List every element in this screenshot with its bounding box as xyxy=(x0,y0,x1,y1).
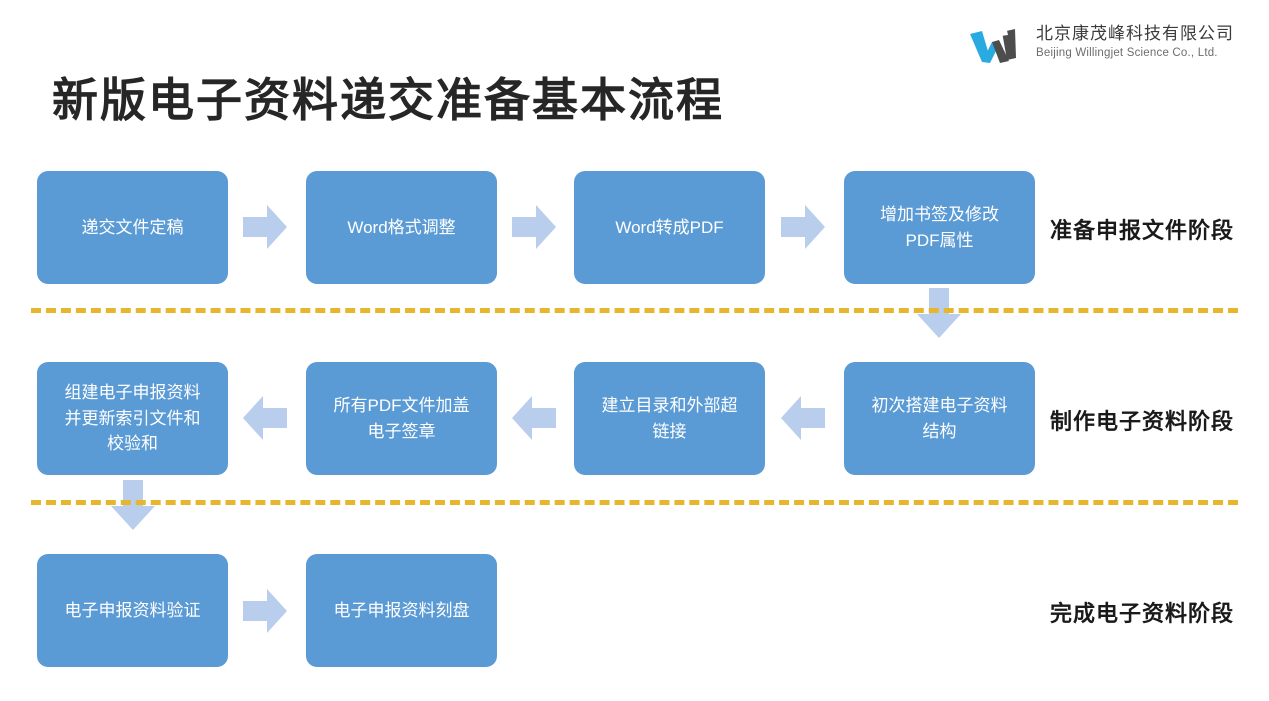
flow-node-line-1: 建立目录和外部超 xyxy=(601,396,738,415)
flow-node-label: Word格式调整 xyxy=(347,217,456,237)
flow-node-r3c2[interactable]: 电子申报资料刻盘 xyxy=(306,554,497,667)
flow-node-line-3: 校验和 xyxy=(107,434,158,454)
arrow-right-4-icon xyxy=(243,587,287,635)
flow-node-label: 电子申报资料刻盘 xyxy=(333,600,470,620)
willingjet-w-logo-icon xyxy=(968,18,1020,66)
arrow-down-stage2-to-stage3-icon xyxy=(109,480,157,532)
flow-node-label: 建立目录和外部超 链接 xyxy=(602,393,738,444)
flow-node-label: 所有PDF文件加盖 电子签章 xyxy=(334,393,470,444)
flow-node-label: 组建电子申报资料 并更新索引文件和 校验和 xyxy=(65,380,201,457)
company-name-cn: 北京康茂峰科技有限公司 xyxy=(1036,23,1234,43)
flow-node-line-1: 初次搭建电子资料 xyxy=(871,396,1008,415)
company-brand: 北京康茂峰科技有限公司 Beijing Willingjet Science C… xyxy=(968,18,1234,66)
flow-node-line-1: 组建电子申报资料 xyxy=(64,383,201,403)
flow-node-r2c1[interactable]: 组建电子申报资料 并更新索引文件和 校验和 xyxy=(37,362,228,475)
flow-node-r1c3[interactable]: Word转成PDF xyxy=(574,171,765,284)
stage-divider-1 xyxy=(31,308,1238,313)
arrow-right-3-icon xyxy=(781,203,825,251)
flow-node-line-2: PDF属性 xyxy=(905,230,974,250)
stage-divider-2 xyxy=(31,500,1238,505)
arrow-left-1-icon xyxy=(243,394,287,442)
arrow-left-3-icon xyxy=(781,394,825,442)
flow-node-line-1: 所有PDF文件加盖 xyxy=(333,396,470,415)
arrow-left-2-icon xyxy=(512,394,556,442)
page-title: 新版电子资料递交准备基本流程 xyxy=(52,74,724,126)
flow-node-line-2: 结构 xyxy=(922,421,957,441)
company-name-en: Beijing Willingjet Science Co., Ltd. xyxy=(1036,46,1218,59)
flow-node-line-2: 链接 xyxy=(652,421,687,441)
arrow-right-2-icon xyxy=(512,203,556,251)
flow-node-line-2: 电子签章 xyxy=(367,421,436,441)
flow-node-r1c4[interactable]: 增加书签及修改 PDF属性 xyxy=(844,171,1035,284)
stage-label-1: 准备申报文件阶段 xyxy=(1050,218,1235,243)
flow-node-label: Word转成PDF xyxy=(615,217,724,237)
flow-node-label: 递交文件定稿 xyxy=(81,217,184,237)
flow-node-r2c3[interactable]: 建立目录和外部超 链接 xyxy=(574,362,765,475)
flow-node-line-1: 增加书签及修改 xyxy=(880,205,999,224)
brand-text-block: 北京康茂峰科技有限公司 Beijing Willingjet Science C… xyxy=(1036,23,1234,61)
flow-node-line-2: 并更新索引文件和 xyxy=(64,408,201,428)
flow-node-label: 电子申报资料验证 xyxy=(64,600,201,620)
flow-node-r2c4[interactable]: 初次搭建电子资料 结构 xyxy=(844,362,1035,475)
flow-node-r3c1[interactable]: 电子申报资料验证 xyxy=(37,554,228,667)
flow-node-label: 增加书签及修改 PDF属性 xyxy=(880,202,999,253)
flow-node-r2c2[interactable]: 所有PDF文件加盖 电子签章 xyxy=(306,362,497,475)
stage-label-3: 完成电子资料阶段 xyxy=(1050,601,1235,626)
stage-label-2: 制作电子资料阶段 xyxy=(1050,409,1235,434)
arrow-down-stage1-to-stage2-icon xyxy=(915,288,963,340)
flow-node-r1c1[interactable]: 递交文件定稿 xyxy=(37,171,228,284)
flow-node-r1c2[interactable]: Word格式调整 xyxy=(306,171,497,284)
flow-node-label: 初次搭建电子资料 结构 xyxy=(872,393,1008,444)
arrow-right-1-icon xyxy=(243,203,287,251)
